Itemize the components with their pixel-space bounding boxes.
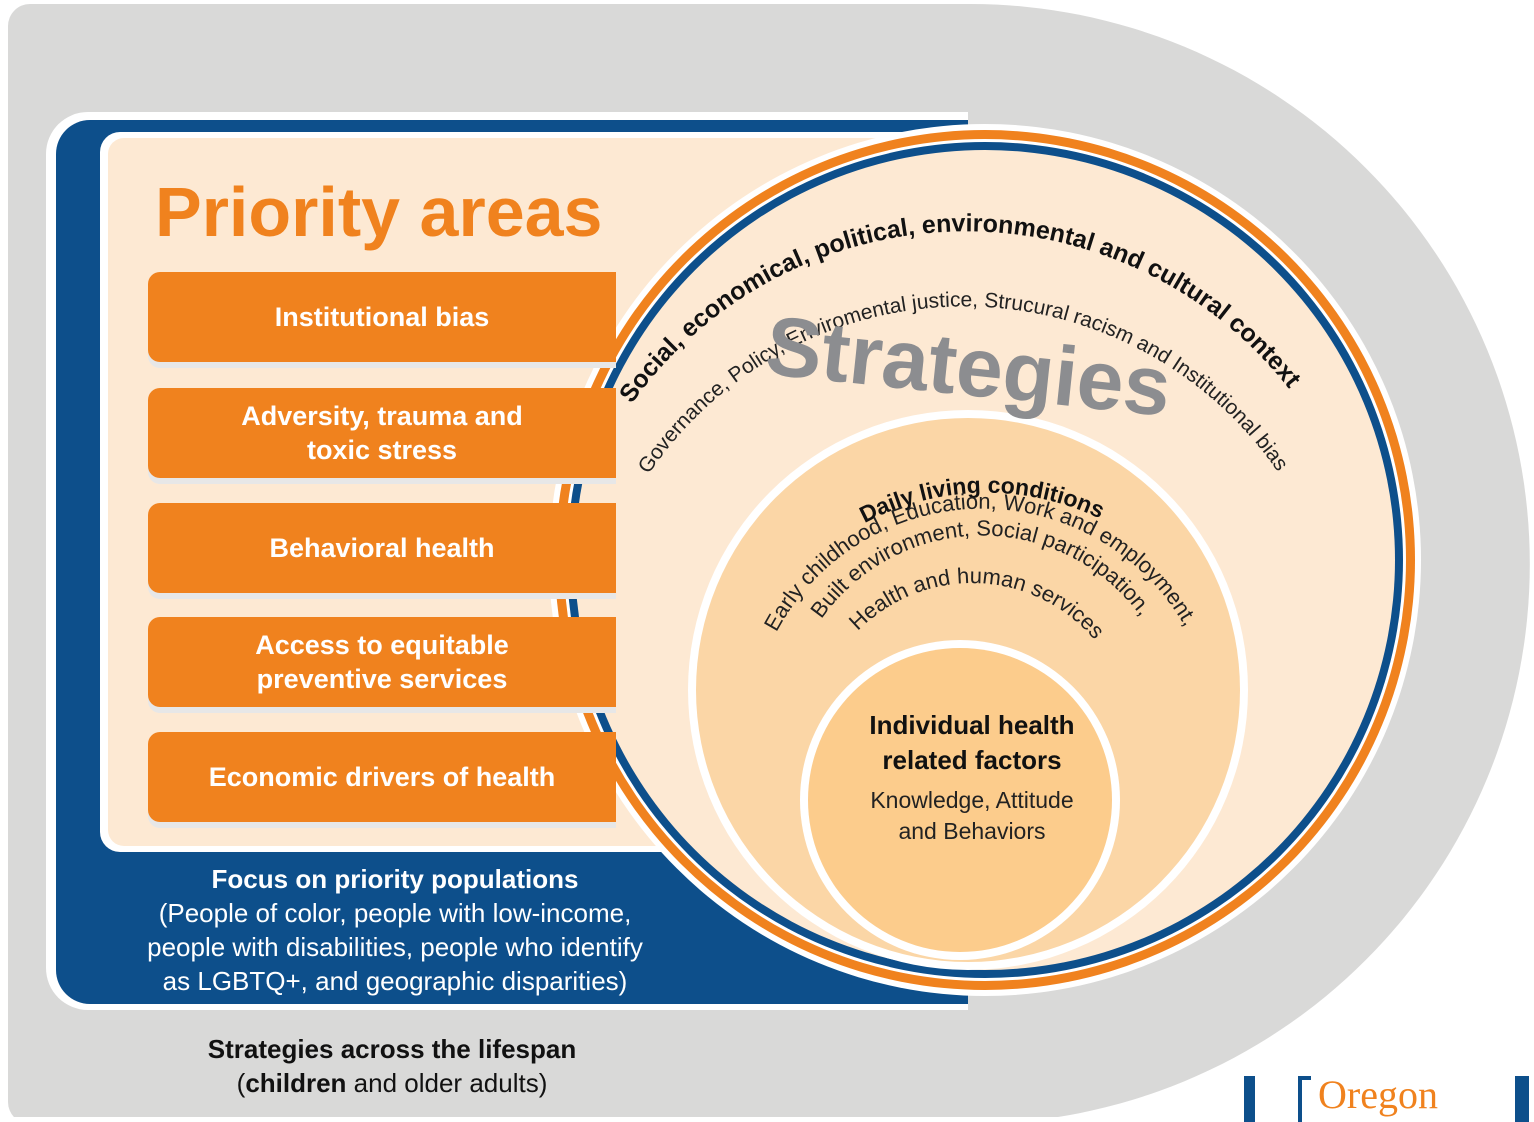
core-heading-line-1: Individual health	[869, 710, 1074, 740]
populations-line: people with disabilities, people who ide…	[147, 932, 643, 962]
priority-title: Priority areas	[155, 173, 602, 251]
priority-area-label: Economic drivers of health	[208, 762, 556, 792]
priority-area-institutional-bias[interactable]: Institutional bias	[148, 272, 616, 362]
core-detail-line-1: Knowledge, Attitude	[870, 787, 1073, 813]
lifespan-rest: and older adults)	[346, 1068, 548, 1098]
priority-area-label: Institutional bias	[274, 302, 490, 332]
lifespan-line: (children and older adults)	[92, 1066, 692, 1100]
populations-line: as LGBTQ+, and geographic disparities)	[162, 966, 628, 996]
oregon-logo-text: Oregon	[1318, 1072, 1438, 1117]
lifespan-caption: Strategies across the lifespan (children…	[92, 1032, 692, 1100]
priority-area-access-preventive[interactable]: Access to equitable preventive services	[148, 617, 616, 707]
oregon-logo-mark: Oregon	[1244, 1072, 1529, 1122]
priority-area-label: preventive services	[256, 664, 508, 694]
priority-populations: Focus on priority populations (People of…	[80, 862, 710, 998]
populations-heading: Focus on priority populations	[211, 864, 579, 894]
priority-area-label: Access to equitable	[255, 630, 509, 660]
priority-area-adversity[interactable]: Adversity, trauma and toxic stress	[148, 388, 616, 478]
core-heading-line-2: related factors	[882, 745, 1061, 775]
priority-area-label: Adversity, trauma and	[241, 401, 523, 431]
lifespan-heading: Strategies across the lifespan	[207, 1034, 577, 1064]
priority-area-economic-drivers[interactable]: Economic drivers of health	[148, 732, 616, 822]
circle-core-area	[808, 648, 1112, 952]
oregon-logo: Oregon	[1240, 1062, 1534, 1122]
populations-line: (People of color, people with low-income…	[158, 898, 632, 928]
priority-area-behavioral-health[interactable]: Behavioral health	[148, 503, 616, 593]
priority-area-label: Behavioral health	[269, 533, 495, 563]
priority-area-label: toxic stress	[306, 435, 458, 465]
lifespan-bold-word: children	[245, 1068, 347, 1098]
lifespan-open-paren: (	[236, 1068, 246, 1098]
core-detail-line-2: and Behaviors	[898, 818, 1045, 844]
